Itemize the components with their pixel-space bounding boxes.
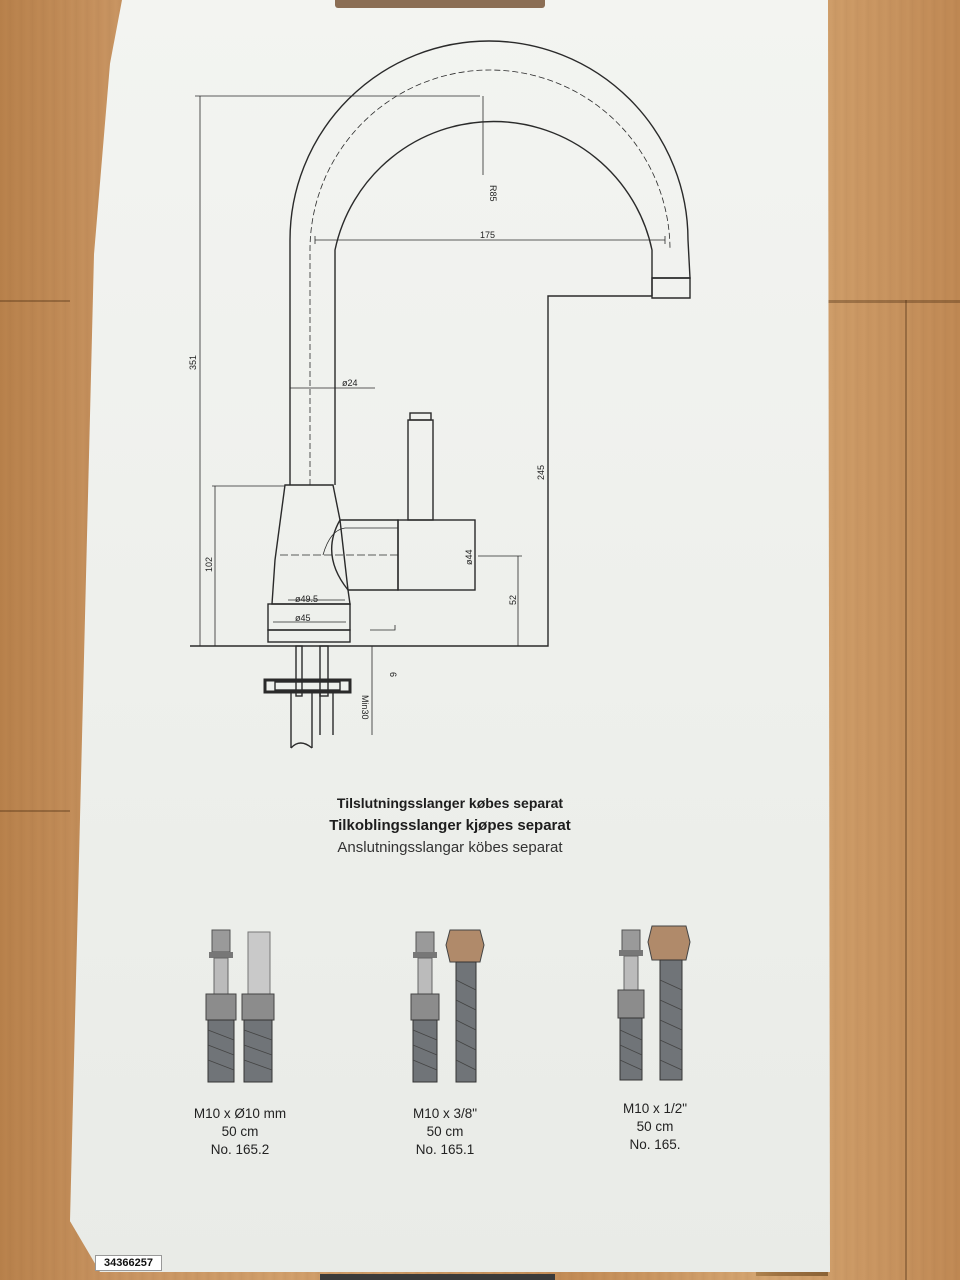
hose-pair-3 [617,925,691,1081]
hose-length: 50 cm [426,1124,464,1139]
dim-102: 102 [204,557,214,572]
dim-52: 52 [508,595,518,605]
hose-size: M10 x Ø10 mm [193,1106,287,1121]
floor-seam [0,810,70,812]
hose-length: 50 cm [636,1119,674,1134]
hose-label-3: M10 x 1/2" 50 cm No. 165. [580,1100,730,1154]
dim-175: 175 [480,230,495,240]
dim-d24: ø24 [342,378,358,388]
box-bottom-slot [320,1274,555,1280]
hose-pair-2 [410,929,485,1083]
dim-245: 245 [536,465,546,480]
dim-d45: ø45 [295,613,311,623]
box-top-slot [335,0,545,8]
floor-seam [905,300,907,1280]
dim-d44: ø44 [464,549,474,565]
product-box [70,0,830,1272]
barcode-label: 34366257 [95,1255,162,1271]
hose-number: No. 165. [629,1137,681,1152]
dim-351: 351 [188,355,198,370]
hose-number: No. 165.1 [415,1142,475,1157]
dim-6: 6 [388,672,398,677]
dim-d49: ø49.5 [295,594,318,604]
hose-size: M10 x 3/8" [412,1106,478,1121]
floor-seam [0,300,70,302]
heading-danish: Tilslutningsslanger købes separat [336,795,564,811]
dim-r85: R85 [488,185,498,202]
hose-number: No. 165.2 [210,1142,270,1157]
dim-min30: Min30 [360,695,370,720]
hose-length: 50 cm [221,1124,259,1139]
heading-norwegian: Tilkoblingsslanger kjøpes separat [329,817,571,834]
hose-label-2: M10 x 3/8" 50 cm No. 165.1 [370,1105,520,1159]
floor-seam [800,300,960,303]
hose-size: M10 x 1/2" [622,1101,688,1116]
hose-pair-1 [205,929,275,1083]
hose-label-1: M10 x Ø10 mm 50 cm No. 165.2 [160,1105,320,1159]
heading-swedish: Anslutningsslangar köbes separat [337,839,563,856]
